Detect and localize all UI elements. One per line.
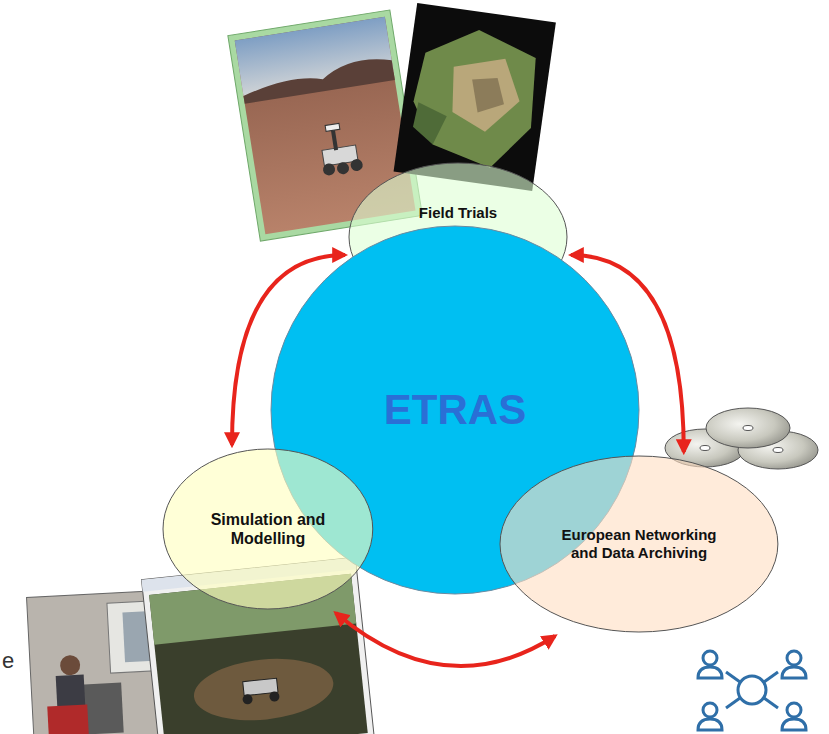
disc-stack — [665, 408, 818, 469]
networking-ellipse: European Networking and Data Archiving — [499, 455, 779, 633]
node-outline — [162, 448, 374, 610]
network-icon — [698, 651, 806, 730]
double-arrow — [336, 613, 555, 666]
node-label: Field Trials — [419, 204, 497, 222]
node-label: ETRAS — [384, 385, 526, 435]
node-label: Simulation and Modelling — [201, 510, 336, 548]
fragment-text: e — [2, 648, 14, 674]
simulation-ellipse: Simulation and Modelling — [162, 448, 374, 610]
aerial-photo — [394, 3, 556, 191]
node-label: European Networking and Data Archiving — [548, 526, 730, 562]
